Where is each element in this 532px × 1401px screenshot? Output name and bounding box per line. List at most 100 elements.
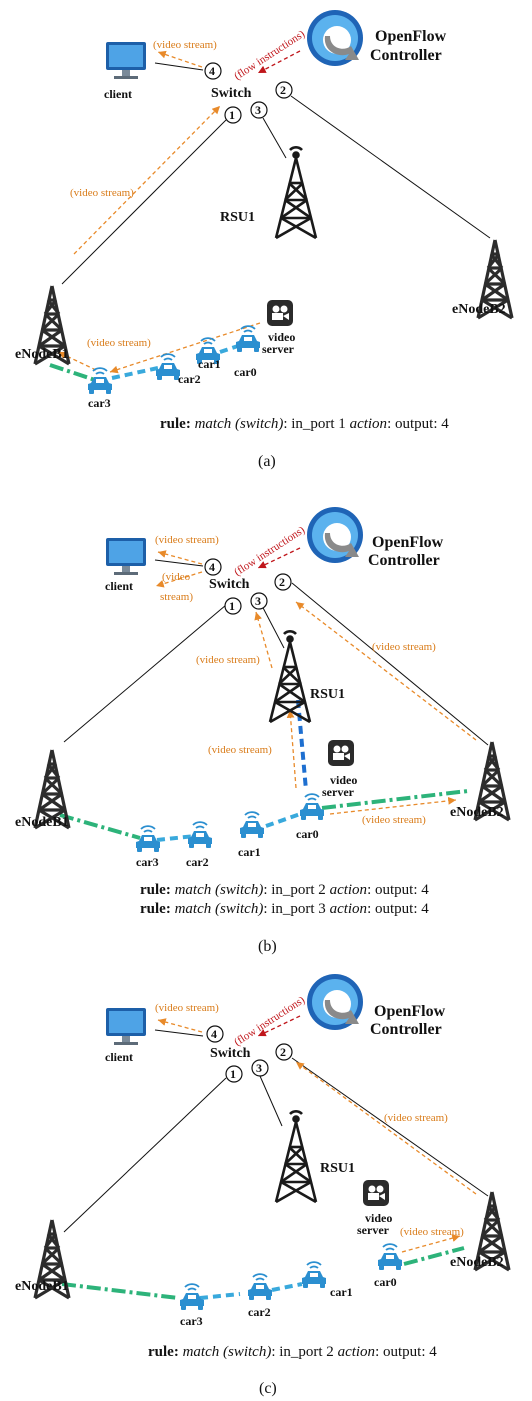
client-label: client: [104, 87, 132, 101]
openflow-logo-icon: [307, 507, 363, 563]
wifi-link-car1-car0: [265, 810, 307, 828]
stream-arrow-server-car3: [109, 322, 261, 374]
instructions-label: (flow instructions): [232, 524, 307, 579]
link-switch-enb1: [63, 604, 227, 743]
car1-label: car1: [198, 357, 221, 371]
car2-label: car2: [186, 855, 209, 869]
rsu-label: RSU1: [220, 210, 255, 225]
svg-text:2: 2: [280, 83, 286, 97]
car0-label: car0: [296, 827, 319, 841]
link-switch-enb2: [291, 582, 489, 746]
wifi-link-car3-car2: [199, 1292, 241, 1300]
car2-label: car2: [248, 1305, 271, 1319]
car0-label: car0: [234, 365, 257, 379]
instructions-arrow: [257, 547, 301, 569]
instructions-arrow: [257, 1015, 301, 1037]
svg-text:1: 1: [230, 1067, 236, 1081]
car-icon: [187, 821, 213, 849]
switch-label: Switch: [210, 1046, 251, 1061]
openflow-logo-icon: [307, 974, 363, 1030]
port-3: 3: [250, 592, 268, 610]
svg-text:4: 4: [211, 1027, 217, 1041]
stream-arrow-car0-rsu: [286, 709, 297, 789]
video-server-label-line2: server: [262, 342, 295, 356]
rule-text: rule: match (switch): in_port 2 action: …: [140, 882, 429, 898]
car-icon: [247, 1273, 273, 1301]
car3-label: car3: [88, 396, 111, 410]
wifi-link-car1-car0: [219, 344, 239, 354]
wifi-link-car2-car1: [271, 1282, 303, 1292]
svg-text:2: 2: [279, 575, 285, 589]
link-client-switch: [154, 62, 204, 71]
video-server-label-line1: video: [268, 330, 295, 344]
port-4: 4: [204, 62, 222, 80]
svg-text:3: 3: [256, 1061, 262, 1075]
stream-arrow-car0-enb2: [329, 796, 457, 815]
car-icon: [377, 1243, 403, 1271]
controller-label-line1: OpenFlow: [374, 1003, 446, 1020]
stream-arrow-switch-client: [157, 1018, 203, 1033]
link-switch-rsu: [259, 601, 285, 649]
svg-text:3: 3: [255, 594, 261, 608]
stream-label: (video stream): [400, 1226, 464, 1238]
port-4: 4: [204, 558, 222, 576]
svg-text:1: 1: [229, 599, 235, 613]
link-switch-enb1: [61, 119, 227, 285]
stream-label-wrap: stream): [160, 591, 193, 603]
controller-label-line1: OpenFlow: [372, 534, 444, 551]
svg-text:1: 1: [229, 108, 235, 122]
link-switch-enb1: [63, 1077, 227, 1233]
stream-arrow-enb1-switch: [73, 105, 221, 255]
port-2: 2: [275, 81, 293, 99]
stream-label: (video stream): [372, 641, 436, 653]
rule-text: rule: match (switch): in_port 3 action: …: [140, 901, 429, 917]
stream-label: (video stream): [155, 1002, 219, 1014]
lte-link: [61, 1282, 179, 1300]
client-label: client: [105, 579, 133, 593]
car3-label: car3: [136, 855, 159, 869]
stream-arrow-switch-client: [157, 550, 203, 565]
lte-link: [49, 363, 96, 382]
car-icon: [301, 1261, 327, 1289]
rsu-label: RSU1: [310, 687, 345, 702]
port-4: 4: [206, 1025, 224, 1043]
controller-label-line2: Controller: [368, 552, 440, 569]
wifi-link-car3-car2: [111, 366, 159, 380]
lte-link-car0-enb2: [403, 1246, 465, 1266]
svg-text:3: 3: [255, 103, 261, 117]
rule-text: rule: match (switch): in_port 1 action: …: [160, 416, 449, 432]
stream-label: (video stream): [87, 337, 151, 349]
monitor-icon: [106, 42, 146, 79]
controller-label-line2: Controller: [370, 1021, 442, 1038]
enb2-label: eNodeB2: [450, 805, 504, 820]
monitor-icon: [106, 1008, 146, 1045]
link-switch-enb2: [290, 95, 491, 239]
caption-a: (a): [258, 453, 276, 470]
port-2: 2: [275, 1043, 293, 1061]
car-icon: [299, 793, 325, 821]
svg-text:2: 2: [280, 1045, 286, 1059]
stream-label: (video stream): [70, 187, 134, 199]
enb2-label: eNodeB2: [450, 1255, 504, 1270]
instructions-label: (flow instructions): [232, 28, 307, 83]
stream-arrow-rsu-switch: [254, 611, 273, 669]
stream-label: (video stream): [153, 39, 217, 51]
link-switch-rsu: [259, 1075, 283, 1127]
panel-c: (video stream) (video stream) (video str…: [15, 974, 511, 1397]
port-1: 1: [225, 1065, 243, 1083]
video-camera-icon: [267, 300, 293, 326]
car-icon: [155, 353, 181, 381]
video-camera-icon: [328, 740, 354, 766]
car1-label: car1: [330, 1285, 353, 1299]
stream-label-wrap: (video: [162, 571, 191, 583]
instructions-label: (flow instructions): [232, 994, 307, 1049]
rsu-label: RSU1: [320, 1161, 355, 1176]
car1-label: car1: [238, 845, 261, 859]
stream-label: (video stream): [155, 534, 219, 546]
stream-label: (video stream): [196, 654, 260, 666]
rule-text: rule: match (switch): in_port 2 action: …: [148, 1344, 437, 1360]
stream-arrow-car3-enb1: [57, 351, 97, 371]
enb1-label: eNodeB1: [15, 815, 69, 830]
video-server-label-line2: server: [357, 1223, 390, 1237]
